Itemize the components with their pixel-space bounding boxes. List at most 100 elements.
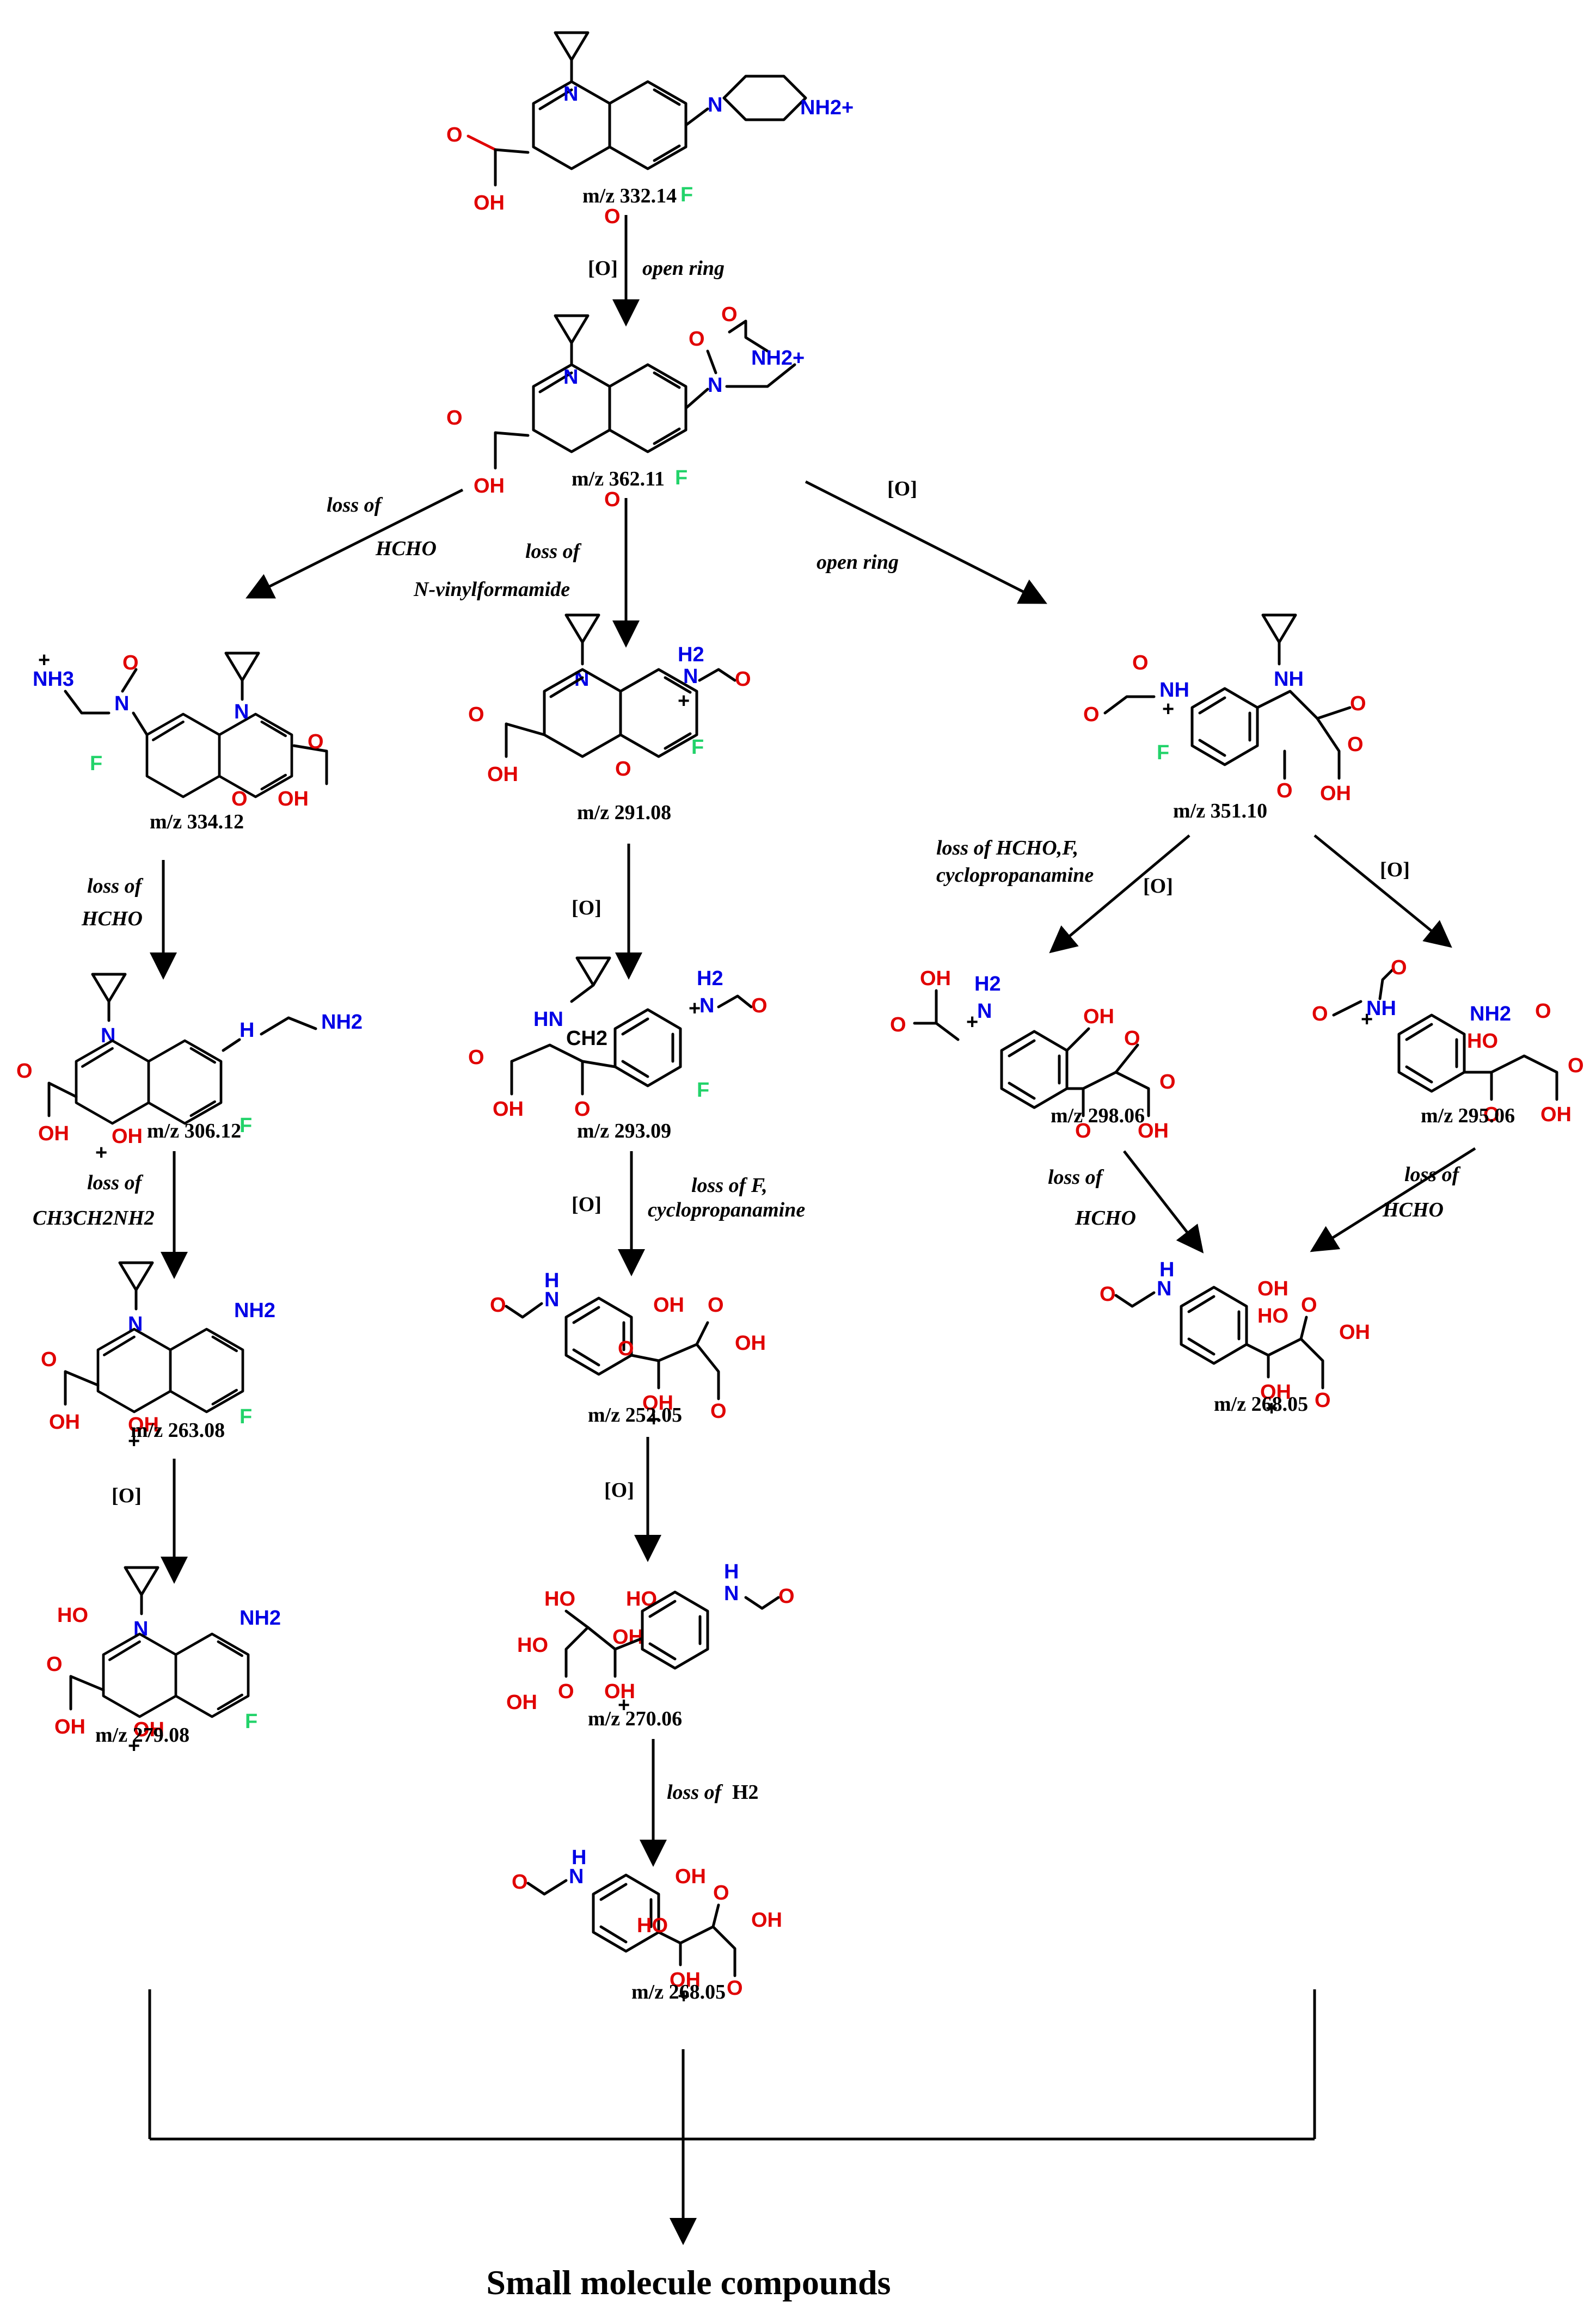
atom-label: O [512,1871,528,1894]
condition-label: loss of [87,1171,144,1194]
atom-label: OH [670,1969,701,1992]
atom-label: OH [506,1691,537,1714]
reaction-arrow [1123,1150,1204,1253]
atom-label: + [128,1430,140,1453]
mz-label: m/z 332.14 [582,185,677,207]
atom-label: OH [1540,1103,1572,1126]
atom-label: HO [57,1604,88,1627]
atom-label: F [240,1114,252,1137]
atom-label: O [1159,1071,1176,1093]
atom-label: + [689,997,701,1020]
mz-label: m/z 334.12 [150,810,244,833]
atom-label: O [1301,1294,1317,1317]
condition-label: loss of [525,540,582,563]
atom-label: HN [533,1008,563,1031]
atom-label: NH [1366,997,1396,1020]
atom-label: O [713,1882,729,1904]
atom-label: H [1159,1258,1174,1281]
condition-label: [O] [1143,875,1173,898]
atom-label: HO [1467,1030,1498,1053]
condition-label: [O] [887,477,917,500]
condition-label: [O] [572,1193,601,1216]
atom-label: N [708,94,722,116]
atom-label: O [1568,1054,1584,1077]
atom-label: N [724,1582,739,1605]
molecule-m15: H N O OH O OH O OH HO + [512,1846,782,2008]
atom-label: N [683,665,698,688]
atom-label: N [569,1865,584,1888]
atom-label: NH [1274,668,1304,691]
molecule-m12: H N O OH HO O OH O OH + [1100,1258,1370,1420]
atom-label: OH [38,1122,69,1145]
atom-label: NH2 [1470,1003,1511,1025]
reaction-arrow [1049,834,1190,954]
atom-label: O [1132,652,1149,674]
atom-label: OH [1320,782,1351,805]
atom-label: O [231,788,248,810]
atom-label: + [1266,1397,1278,1420]
condition-label: [O] [112,1484,142,1507]
atom-label: F [675,466,687,489]
atom-label: + [128,1735,140,1757]
condition-label: [O] [572,896,601,919]
atom-label: O [1276,779,1293,802]
molecule-m1: N N NH2+ F O O OH [446,33,854,228]
atom-label: H2 [697,967,723,990]
mz-label: m/z 268.05 [631,1981,726,2003]
atom-label: O [615,758,631,780]
atom-label: OH [128,1413,159,1436]
mz-label: m/z 351.10 [1173,800,1267,822]
mz-label: m/z 270.06 [588,1707,682,1730]
atom-label: O [735,668,751,691]
atom-label: OH [1260,1381,1291,1404]
condition-label: N-vinylformamide [413,578,570,601]
atom-label: O [721,303,738,326]
atom-label: O [1312,1003,1328,1025]
atom-label: OH [278,788,309,810]
mz-label: m/z 268.05 [1214,1393,1308,1416]
atom-label: OH [112,1125,143,1148]
condition-label: loss of [87,875,144,898]
atom-label: + [648,1408,660,1431]
atom-label: O [1350,692,1366,715]
mz-label: m/z 293.09 [577,1120,671,1142]
condition-label: loss of [1048,1166,1104,1189]
final-label: Small molecule compounds [486,2263,891,2302]
mz-label: m/z 252.05 [588,1404,682,1427]
molecule-m5: O NH + O NH O F O OH O [1083,615,1366,805]
mz-label: m/z 263.08 [131,1419,225,1442]
atom-label: O [604,205,621,228]
molecule-m9: O + NH O NH2 O HO O OH O [1312,956,1584,1126]
molecule-m7: HN CH2 H2 + N O F O OH O [468,958,768,1121]
atom-label: O [446,124,463,146]
condition-label: cyclopropanamine [936,864,1094,887]
atom-label: F [240,1405,252,1428]
atom-label: OH [920,967,951,990]
atom-label: O [751,994,768,1017]
condition-label: loss of [327,494,383,517]
condition-label: HCHO [1382,1199,1444,1221]
condition-label: loss of [667,1781,723,1804]
atom-label: O [727,1977,743,2000]
atom-label: NH2+ [751,347,805,370]
atom-label: + [95,1141,107,1164]
atom-label: N [234,700,249,723]
atom-label: F [1157,741,1169,764]
atom-label: OH [49,1411,80,1434]
reaction-arrow [1310,1147,1476,1252]
atom-label: OH [493,1098,524,1121]
atom-label: F [680,183,693,206]
atom-label: O [46,1653,63,1676]
molecule-m14: HO HO OH HO H N O O OH OH + [506,1560,795,1717]
atom-label: O [1100,1283,1116,1306]
molecule-m13: N HO NH2 F O OH OH + [46,1568,281,1757]
atom-label: NH3 [33,668,74,691]
atom-label: O [710,1400,727,1423]
condition-label: CH3CH2NH2 [33,1207,155,1230]
atom-label: O [1347,733,1364,756]
atom-label: O [558,1680,574,1703]
molecule-m8: OH O H2 + N OH O O OH O [890,967,1176,1142]
atom-label: F [697,1079,709,1102]
atom-label: HO [626,1588,657,1611]
